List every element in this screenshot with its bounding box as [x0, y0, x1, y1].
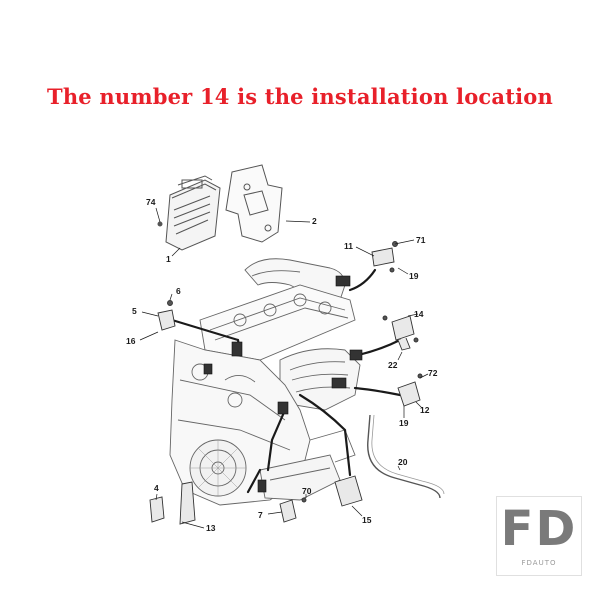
sensors [149, 241, 423, 525]
ecu-module [157, 175, 221, 251]
callout-13: 13 [206, 523, 216, 533]
callout-22: 22 [388, 360, 398, 370]
callout-72: 72 [428, 368, 438, 378]
fdauto-logo: FD FDAUTO [496, 496, 582, 576]
lambda-hose [367, 414, 445, 499]
callout-71: 71 [416, 235, 426, 245]
callout-70: 70 [302, 486, 312, 496]
callout-11: 11 [344, 241, 353, 251]
callout-5: 5 [132, 306, 137, 316]
ecu-bracket [225, 164, 283, 243]
headline: The number 14 is the installation locati… [47, 84, 553, 109]
callout-labels: 74 1 2 11 71 19 6 5 16 14 22 72 12 19 20… [126, 197, 438, 533]
logo-sub: FDAUTO [521, 559, 557, 567]
callout-15: 15 [362, 515, 372, 525]
callout-4: 4 [154, 483, 159, 493]
callout-1: 1 [166, 254, 171, 264]
callout-19b: 19 [399, 418, 409, 428]
harness-leaders [170, 268, 402, 494]
callout-leaders [139, 207, 429, 529]
callout-12: 12 [420, 405, 430, 415]
callout-2: 2 [312, 216, 317, 226]
logo-mark: FD [500, 501, 578, 557]
connectors [203, 275, 363, 493]
engine-block [169, 258, 361, 506]
callout-16: 16 [126, 336, 136, 346]
callout-19a: 19 [409, 271, 419, 281]
callout-74: 74 [146, 197, 156, 207]
callout-7: 7 [258, 510, 263, 520]
callout-20: 20 [398, 457, 408, 467]
callout-6: 6 [176, 286, 181, 296]
callout-14: 14 [414, 309, 424, 319]
